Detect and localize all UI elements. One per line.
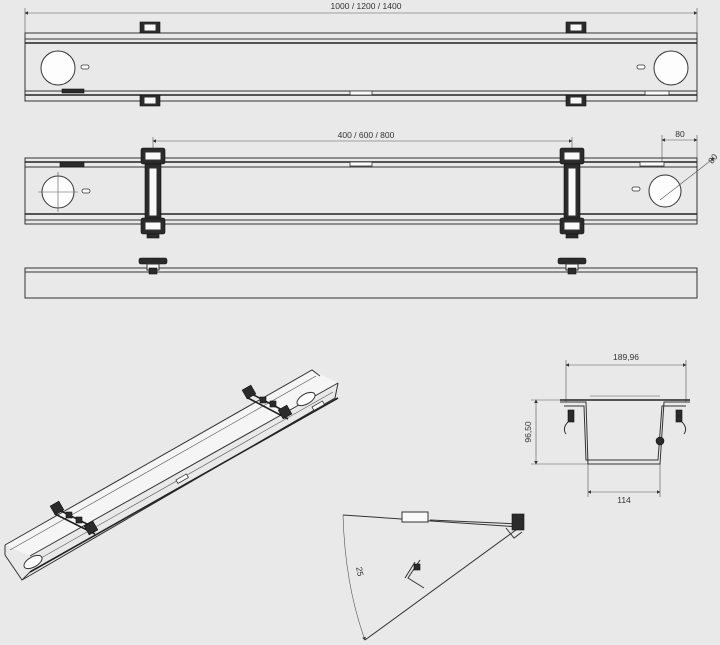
cable-hole-left — [40, 50, 76, 86]
tray-side-outline — [24, 267, 698, 299]
hole-diameter-label: 80 — [706, 152, 720, 166]
iso-clamp-left — [49, 500, 99, 536]
hole-offset-dimension-label: 80 — [675, 129, 685, 139]
cross-section-view: 189,96 96,50 114 — [523, 352, 690, 505]
cable-hole-right — [653, 50, 689, 86]
base-width-dimension-label: 114 — [617, 495, 631, 505]
clamp-bracket-left — [140, 147, 166, 239]
clamp-top-left — [139, 21, 161, 107]
spacing-dimension-label: 400 / 600 / 800 — [338, 130, 395, 140]
tray-outline — [24, 157, 698, 225]
tray-outline — [24, 32, 698, 102]
tilt-tray-body — [401, 511, 429, 523]
width-dimension-label: 189,96 — [613, 352, 639, 362]
bottom-view: 400 / 600 / 800 80 80 — [24, 129, 720, 239]
clamp-bracket-right — [559, 147, 585, 239]
isometric-view — [4, 369, 339, 581]
top-view: 1000 / 1200 / 1400 — [24, 1, 698, 107]
side-clamp-right — [557, 257, 587, 275]
iso-clamp-right — [241, 384, 293, 420]
hole-diameter-leader — [659, 157, 715, 201]
length-dimension-label: 1000 / 1200 / 1400 — [331, 1, 402, 11]
tilt-view: 25 — [342, 511, 525, 641]
height-dimension-label: 96,50 — [523, 421, 533, 443]
hinge-strip — [59, 161, 85, 168]
hinge-strip — [61, 88, 85, 94]
side-clamp-left — [138, 257, 168, 275]
cable-hole-right — [648, 174, 682, 208]
iso-cable-hole-left — [23, 554, 43, 570]
side-view — [24, 257, 698, 299]
clamp-knob — [655, 436, 665, 446]
tray-profile — [560, 401, 690, 465]
clamp-top-right — [565, 21, 587, 107]
iso-cable-hole-right — [296, 391, 316, 407]
tilt-arc — [342, 514, 366, 641]
tilt-angle-label: 25 — [354, 566, 366, 577]
